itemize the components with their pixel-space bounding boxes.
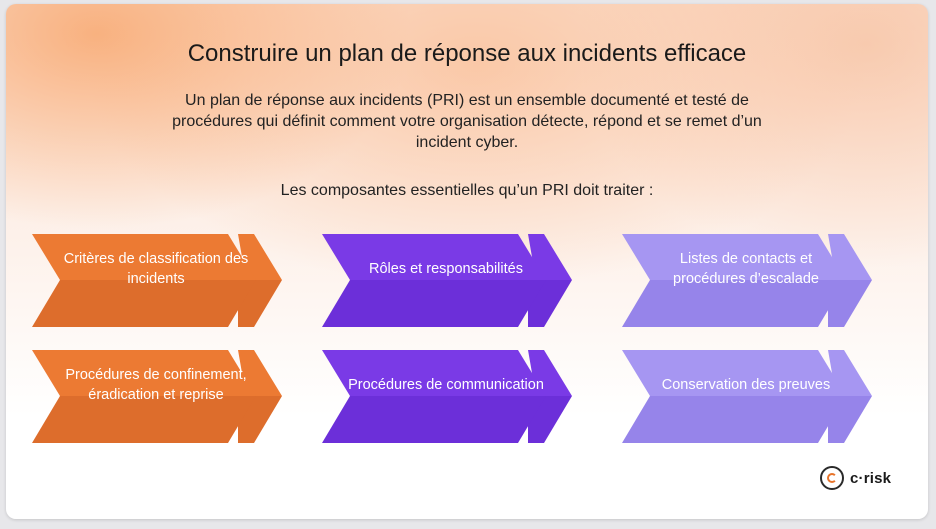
page-title: Construire un plan de réponse aux incide…: [187, 40, 747, 67]
component-label: Conservation des preuves: [661, 377, 831, 393]
chevron-body-top: [32, 234, 256, 280]
chevron-shape: [622, 234, 872, 327]
chevron-body-top: [622, 350, 846, 396]
chevron-shape: [622, 350, 872, 443]
chevron-shape: [322, 350, 572, 443]
chevron-shape: [32, 350, 282, 443]
chevron-body-bottom: [622, 280, 846, 327]
component-label: Listes de contacts et procédures d’escal…: [673, 251, 819, 287]
chevron-shape: [322, 234, 572, 327]
component-label: Procédures de confinement, éradication e…: [65, 367, 247, 403]
c-risk-logo-icon: [820, 466, 844, 490]
brand-wordmark: c·risk: [850, 469, 892, 487]
chevron-body-bottom: [32, 396, 256, 443]
brand-logo: c·risk: [820, 464, 891, 492]
chevron-shape: [32, 234, 282, 327]
chevron-body-bottom: [622, 396, 846, 443]
component-label: Procédures de communication: [348, 377, 544, 393]
chevron-body-top: [622, 234, 846, 280]
component-label: Critères de classification des incidents: [63, 251, 249, 287]
component-chevron: Listes de contacts et procédures d’escal…: [622, 230, 872, 331]
chevron-body-top: [32, 350, 256, 396]
components-lead: Les composantes essentielles qu’un PRI d…: [280, 182, 654, 199]
intro-text: Un plan de réponse aux incidents (PRI) e…: [172, 92, 762, 151]
component-chevron: Conservation des preuves: [622, 346, 872, 447]
chevron-body-top: [322, 350, 546, 396]
component-label: Rôles et responsabilités: [369, 261, 523, 277]
chevron-body-bottom: [32, 280, 256, 327]
component-chevron: Procédures de communication: [322, 346, 572, 447]
component-chevron: Procédures de confinement, éradication e…: [32, 346, 282, 447]
chevron-body-bottom: [322, 396, 546, 443]
slide-card: Construire un plan de réponse aux incide…: [6, 4, 928, 519]
chevron-body-top: [322, 234, 546, 280]
component-chevron: Rôles et responsabilités: [322, 230, 572, 331]
component-chevron: Critères de classification des incidents: [32, 230, 282, 331]
chevron-body-bottom: [322, 280, 546, 327]
